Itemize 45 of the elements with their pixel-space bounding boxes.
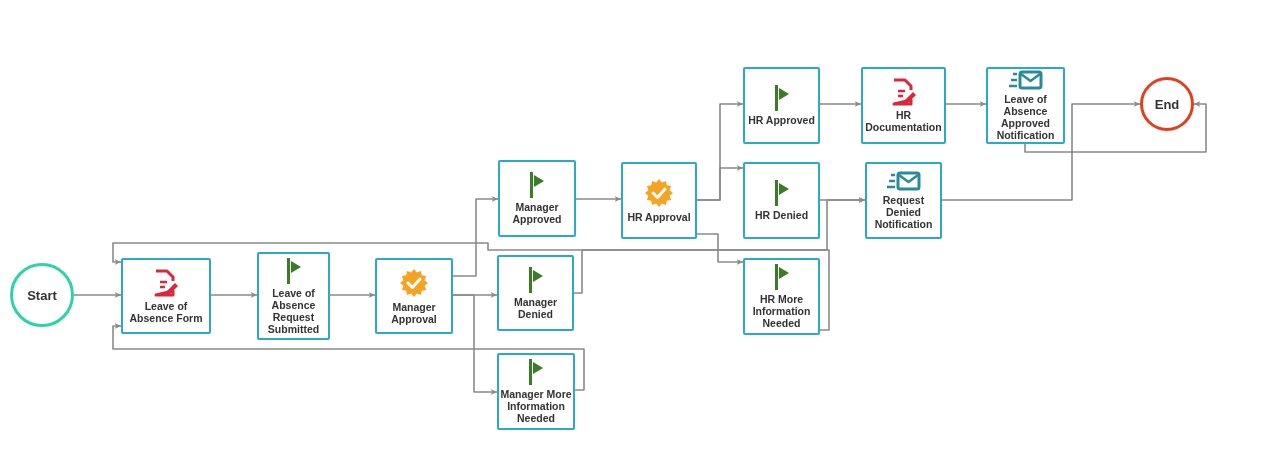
connector-arrow [819, 101, 862, 107]
process-box [257, 252, 330, 340]
node-label: Manager Approval [390, 300, 438, 325]
node-label: HR Documentation [864, 109, 943, 133]
node-label: Manager More Information Needed [500, 388, 572, 424]
node-label: HR Denied [754, 209, 809, 221]
process-box [121, 258, 211, 334]
node-label: Leave of Absence Approved Notification [995, 93, 1056, 141]
connector-arrow [573, 197, 866, 294]
connector-arrow [73, 292, 122, 298]
node-label: HR Approval [627, 211, 691, 223]
process-box [743, 162, 820, 239]
node-label: End [1154, 96, 1180, 112]
process-box [497, 255, 574, 331]
connector-arrow [945, 101, 987, 107]
connector-arrow [696, 233, 744, 265]
terminal-circle [1140, 77, 1194, 131]
process-box [497, 353, 575, 430]
connector-arrow [329, 292, 376, 298]
connector-arrow [112, 323, 585, 391]
process-box [861, 67, 946, 144]
process-box [865, 162, 942, 239]
node-label: Leave of Absence Request Submitted [266, 286, 321, 335]
node-label: Manager Approved [511, 201, 563, 225]
node-label: Leave of Absence Form [128, 299, 204, 324]
node-label: Request Denied Notification [873, 194, 934, 230]
node-label: HR Approved [748, 114, 815, 126]
process-box [621, 162, 697, 239]
node-label: HR More Information Needed [751, 293, 812, 329]
connector-arrow [210, 292, 258, 298]
process-box [375, 258, 453, 334]
connector-arrow [112, 242, 830, 331]
node-label: Start [27, 287, 57, 303]
connector-arrow [452, 196, 499, 277]
connector-arrow [1024, 101, 1207, 153]
connector-arrow [941, 101, 1141, 201]
process-box [986, 67, 1065, 144]
connector-arrow [696, 165, 744, 201]
terminal-circle [10, 263, 74, 327]
connector-arrow [575, 196, 622, 202]
node-label: Manager Denied [512, 295, 559, 320]
process-box [498, 160, 576, 237]
process-box [743, 67, 820, 144]
connector-arrow [452, 294, 498, 395]
process-box [743, 258, 820, 335]
